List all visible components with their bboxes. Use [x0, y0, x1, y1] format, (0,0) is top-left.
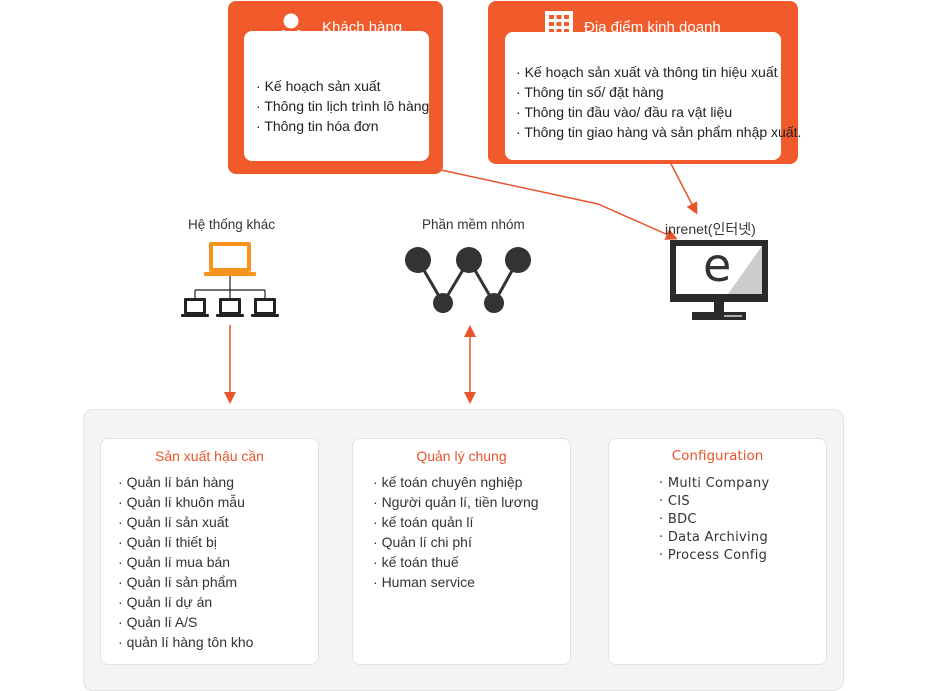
- business-card: Địa điểm kinh doanh Kế hoạch sản xuất và…: [488, 1, 801, 164]
- list-item: Quản lí A/S: [118, 612, 253, 632]
- groupware-icon: [405, 247, 531, 313]
- business-title: Địa điểm kinh doanh: [584, 19, 721, 36]
- list-item: Thông tin đầu vào/ đầu ra vật liệu: [516, 102, 801, 122]
- list-item: kế toán thuế: [373, 552, 539, 572]
- list-item: CIS: [659, 493, 770, 511]
- list-item: Thông tin lịch trình lô hàng: [256, 96, 429, 116]
- business-list: Kế hoạch sản xuất và thông tin hiệu xuất…: [516, 62, 801, 142]
- list-item: Quản lí bán hàng: [118, 472, 253, 492]
- business-to-internet-arrow: [669, 161, 698, 215]
- list-item: quản lí hàng tôn kho: [118, 632, 254, 652]
- internet-glyph: e: [703, 238, 732, 292]
- customer-to-internet-arrow: [394, 159, 678, 240]
- list-item: BDC: [659, 511, 770, 529]
- list-item: kế toán quản lí: [373, 512, 539, 532]
- list-item: Data Archiving: [659, 529, 770, 547]
- customer-list: Kế hoạch sản xuất Thông tin lịch trình l…: [256, 76, 429, 136]
- list-item: Kế hoạch sản xuất và thông tin hiệu xuất: [516, 62, 801, 82]
- module-general-management: Quản lý chung kế toán chuyên nghiệp Ngườ…: [352, 438, 571, 665]
- list-item: Quản lí mua bán: [118, 552, 253, 572]
- module-logistics: Sản xuất hậu cần Quản lí bán hàng Quản l…: [100, 438, 319, 665]
- module-title: Sản xuất hậu cần: [155, 448, 264, 464]
- monitor-icon: [670, 240, 768, 320]
- list-item: Quản lí khuôn mẫu: [118, 492, 253, 512]
- network-icon: [181, 242, 279, 317]
- internet-label: inrenet(인터넷): [665, 221, 756, 237]
- list-item: Quản lí thiết bị: [118, 532, 253, 552]
- list-item: Thông tin giao hàng và sản phẩm nhập xuấ…: [516, 122, 801, 142]
- list-item: Kế hoạch sản xuất: [256, 76, 429, 96]
- list-item: Thông tin số/ đặt hàng: [516, 82, 801, 102]
- module-title: Quản lý chung: [416, 448, 507, 464]
- module-configuration: Configuration Multi Company CIS BDC Data…: [608, 438, 827, 665]
- other-system-label: Hệ thống khác: [188, 217, 276, 232]
- list-item: Quản lí dự án: [118, 592, 253, 612]
- customer-card: Khách hàng Kế hoạch sản xuất Thông tin l…: [228, 1, 443, 174]
- list-item: Human service: [373, 572, 539, 592]
- list-item: kế toán chuyên nghiệp: [373, 472, 539, 492]
- list-item: Multi Company: [659, 475, 770, 493]
- list-item: Quản lí sản xuất: [118, 512, 253, 532]
- module-title: Configuration: [671, 448, 764, 464]
- groupware-label: Phần mềm nhóm: [422, 217, 525, 232]
- list-item: Quản lí sản phẩm: [118, 572, 253, 592]
- list-item: Thông tin hóa đơn: [256, 116, 429, 136]
- list-item: Quản lí chi phí: [373, 532, 539, 552]
- list-item: Người quản lí, tiền lương: [373, 492, 539, 512]
- list-item: Process Config: [659, 547, 770, 565]
